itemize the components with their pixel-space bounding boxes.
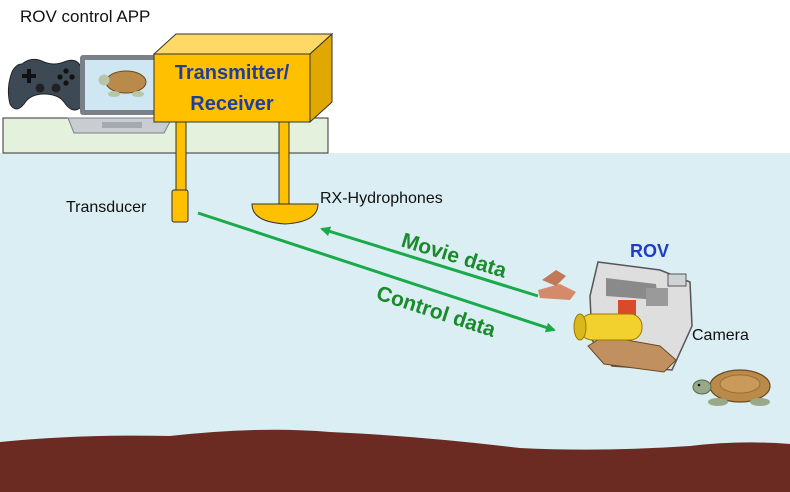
hydrophones-label: RX-Hydrophones (320, 190, 443, 207)
turtle-icon (98, 70, 147, 97)
rx-hydrophone (251, 121, 319, 225)
seabed (0, 429, 790, 492)
transmitter-receiver-box (152, 32, 334, 124)
app-label: ROV control APP (20, 7, 150, 26)
gamepad-icon (7, 58, 86, 111)
transmitter-label-line2: Receiver (190, 93, 274, 115)
transducer-label: Transducer (66, 199, 147, 216)
transmitter-label-line1: Transmitter/ (175, 62, 290, 84)
turtle-icon (692, 369, 771, 406)
transducer (171, 121, 189, 223)
rov-label: ROV (630, 241, 669, 261)
control-data-arrow (197, 211, 556, 333)
camera-label: Camera (692, 327, 749, 344)
rov-vehicle-icon (538, 261, 693, 373)
movie-data-arrow (320, 226, 539, 298)
